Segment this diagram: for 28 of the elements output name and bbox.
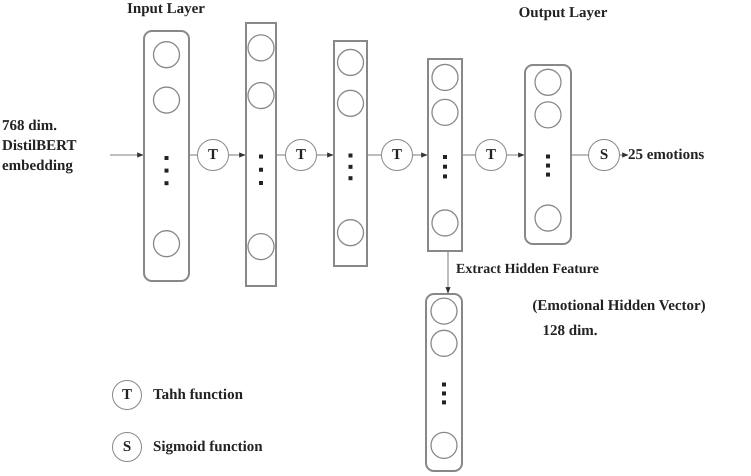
arrow	[110, 152, 144, 158]
input-label: 768 dim. DistilBERT embedding	[2, 116, 110, 180]
legend-text: Sigmoid function	[153, 438, 264, 456]
function-circle: T	[381, 139, 413, 171]
function-circle: S	[112, 432, 142, 462]
function-circle: T	[475, 139, 507, 171]
layer-heading: Output Layer	[518, 4, 608, 22]
vector-caption: (Emotional Hidden Vector)	[531, 297, 707, 315]
arrow	[507, 152, 525, 158]
layer-box	[524, 64, 572, 245]
output-label: 25 emotions	[628, 145, 748, 165]
layer-box	[143, 30, 190, 282]
arrow	[445, 252, 451, 294]
function-circle: S	[588, 139, 620, 171]
arrow	[620, 152, 629, 158]
layer-box	[425, 293, 463, 472]
layer-heading: Input Layer	[126, 0, 206, 18]
vector-caption: 128 dim.	[541, 322, 598, 340]
function-circle: T	[197, 139, 229, 171]
function-circle: T	[112, 380, 142, 410]
legend-text: Tahh function	[153, 386, 244, 404]
arrow	[413, 152, 428, 158]
function-circle: T	[285, 139, 317, 171]
arrow	[229, 152, 246, 158]
layer-box	[427, 58, 463, 252]
layer-box	[333, 40, 368, 267]
arrow	[317, 152, 334, 158]
layer-box	[245, 22, 277, 287]
